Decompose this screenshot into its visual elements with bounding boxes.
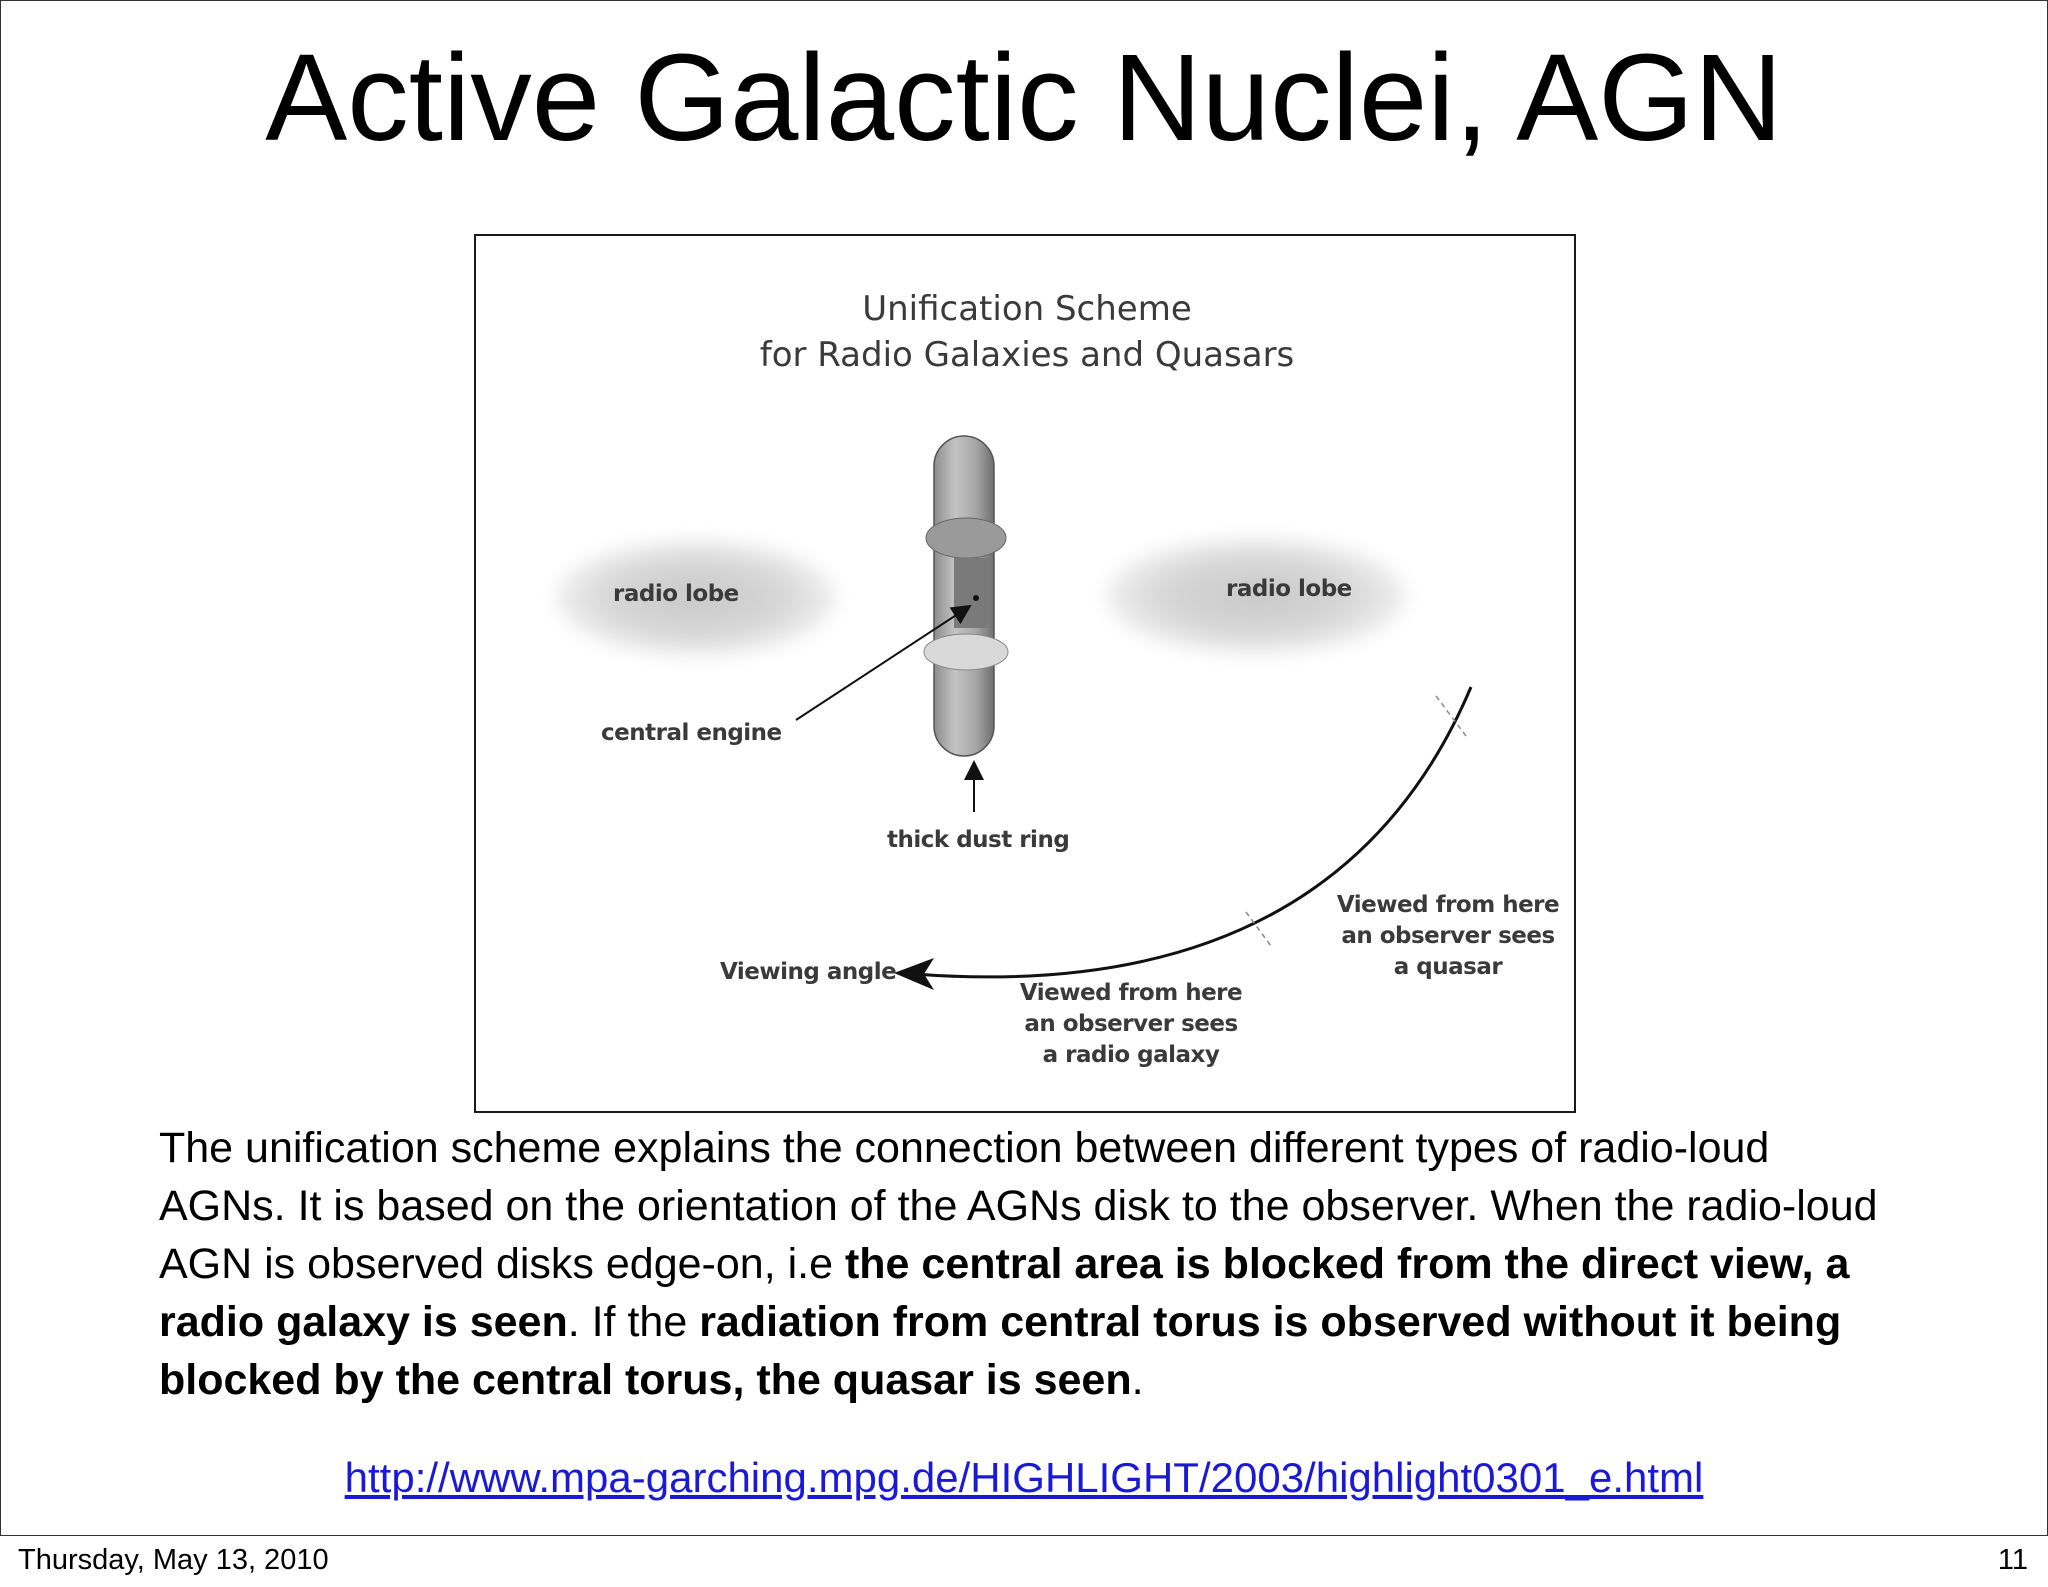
viewing-angle-arrowhead (894, 958, 934, 990)
dust-ring-inner-shape (954, 558, 990, 628)
dust-ring-bottom-shape (923, 633, 1009, 671)
label-radio-lobe-right: radio lobe (1226, 576, 1352, 602)
footer-date: Thursday, May 13, 2010 (18, 1544, 329, 1576)
label-radio-lobe-left: radio lobe (613, 581, 739, 607)
label-quasar-view-3: a quasar (1394, 954, 1504, 980)
central-engine-dot (973, 595, 979, 601)
radio-lobe-left-shape (556, 540, 836, 656)
body-text-run: The unification scheme explains the conn… (159, 1124, 1878, 1288)
label-quasar-view-1: Viewed from here (1337, 892, 1559, 918)
slide-title: Active Galactic Nuclei, AGN (265, 30, 1783, 167)
label-central-engine: central engine (601, 720, 782, 746)
radio-lobe-right-shape (1106, 538, 1406, 654)
label-radio-galaxy-view-3: a radio galaxy (1043, 1042, 1220, 1068)
figure-drawing: Unification Scheme for Radio Galaxies an… (556, 289, 1560, 1068)
body-text-bold-run: radiation from central torus is observed… (159, 1298, 1842, 1404)
source-link-container: http://www.mpa-garching.mpg.de/HIGHLIGHT… (1, 1453, 2047, 1503)
figure-title-line-1: Unification Scheme (862, 289, 1192, 329)
label-quasar-view-2: an observer sees (1341, 923, 1554, 949)
label-radio-galaxy-view-2: an observer sees (1024, 1011, 1237, 1037)
viewing-angle-arc (913, 686, 1473, 979)
slide: Active Galactic Nuclei, AGN (0, 0, 2048, 1536)
body-paragraph: The unification scheme explains the conn… (159, 1119, 1899, 1409)
label-radio-galaxy-view-1: Viewed from here (1020, 980, 1242, 1006)
central-engine-arrow (795, 604, 972, 721)
radio-galaxy-sightline-tick (1245, 911, 1272, 947)
unification-scheme-figure: Unification Scheme for Radio Galaxies an… (474, 234, 1576, 1113)
label-viewing-angle: Viewing angle (720, 959, 896, 985)
body-text-bold-run: the central area is blocked from the dir… (159, 1240, 1850, 1346)
footer-page-number: 11 (1997, 1544, 2028, 1576)
body-text-run: . (1131, 1356, 1144, 1404)
source-link[interactable]: http://www.mpa-garching.mpg.de/HIGHLIGHT… (344, 1454, 1704, 1501)
dust-ring-top-shape (925, 517, 1007, 559)
figure-title-line-2: for Radio Galaxies and Quasars (760, 335, 1295, 375)
label-thick-dust-ring: thick dust ring (887, 827, 1069, 853)
body-text-run: . If the (567, 1298, 700, 1346)
